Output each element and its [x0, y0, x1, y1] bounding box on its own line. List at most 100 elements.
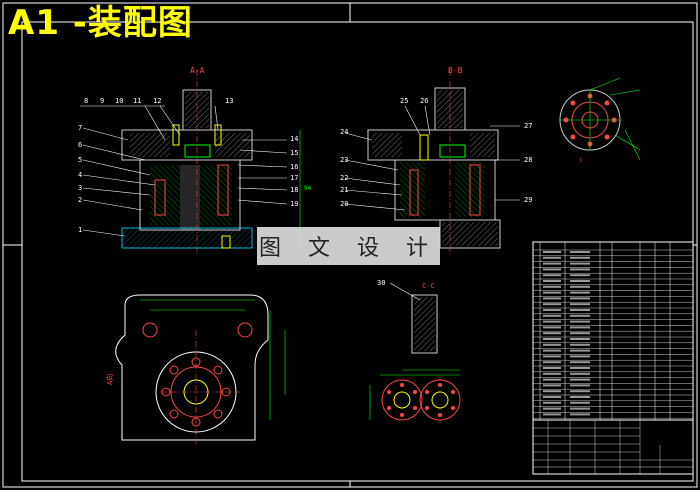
parts-list-cell-mark — [543, 390, 561, 393]
section-bb-view: B-B 24 23 22 21 20 25 26 — [340, 66, 532, 255]
parts-list-cell-mark — [570, 372, 590, 375]
parts-list-cell-mark — [543, 396, 561, 398]
parts-list-cell-mark — [543, 268, 561, 271]
watermark: 图 文 设 计 — [257, 227, 440, 265]
parts-list-cell-mark — [543, 401, 561, 404]
parts-list-cell-mark — [543, 309, 561, 311]
parts-list-cell-mark — [543, 367, 561, 369]
parts-list-cell-mark — [543, 332, 561, 335]
view-a-label: A向 — [105, 374, 114, 385]
part-no-18: 18 — [290, 186, 298, 194]
parts-list-cell-mark — [570, 343, 590, 346]
part-no-23: 23 — [340, 156, 348, 164]
parts-list-cell-mark — [570, 280, 590, 282]
part-no-17: 17 — [290, 174, 298, 182]
part-no-22: 22 — [340, 174, 348, 182]
parts-list-cell-mark — [543, 262, 561, 265]
section-cc-view: C-C 30 — [369, 279, 461, 421]
drawing-title: A1 -装配图 — [8, 3, 193, 43]
parts-list-cell-mark — [570, 413, 590, 416]
parts-list-cell-mark — [570, 384, 590, 387]
parts-list-cell-mark — [543, 378, 561, 381]
section-cc-label: C-C — [422, 282, 435, 290]
parts-list-cell-mark — [570, 262, 590, 265]
parts-list-cell-mark — [570, 367, 590, 369]
view-a-plate: A向 — [105, 294, 286, 445]
part-no-20: 20 — [340, 200, 348, 208]
parts-list-cell-mark — [543, 297, 561, 300]
part-no-10: 10 — [115, 97, 123, 105]
parts-list-cell-mark — [570, 332, 590, 335]
parts-list-cell-mark — [570, 303, 590, 306]
parts-list-cell-mark — [570, 285, 590, 288]
part-no-16: 16 — [290, 163, 298, 171]
parts-list-cell-mark — [570, 407, 590, 410]
part-no-27: 27 — [524, 122, 532, 130]
section-bb-label: B-B — [448, 66, 463, 75]
parts-list-cell-mark — [570, 320, 590, 323]
part-no-7: 7 — [78, 124, 82, 132]
parts-list-cell-mark — [570, 256, 590, 259]
parts-list-cell-mark — [543, 361, 561, 364]
parts-list-cell-mark — [570, 274, 590, 277]
section-aa-label: A-A — [190, 66, 205, 75]
part-no-26: 26 — [420, 97, 428, 105]
parts-list-cell-mark — [570, 355, 590, 358]
parts-list-cell-mark — [543, 407, 561, 410]
part-no-2: 2 — [78, 196, 82, 204]
part-no-4: 4 — [78, 171, 82, 179]
parts-list-cell-mark — [543, 349, 561, 352]
part-no-5: 5 — [78, 156, 82, 164]
parts-list-cell-mark — [570, 349, 590, 352]
parts-list-cell-mark — [543, 285, 561, 288]
parts-list-cell-mark — [543, 274, 561, 277]
part-no-8: 8 — [84, 97, 88, 105]
part-no-3: 3 — [78, 184, 82, 192]
part-no-12: 12 — [153, 97, 161, 105]
parts-list-cell-mark — [543, 251, 561, 253]
part-no-1: 1 — [78, 226, 82, 234]
part-no-29: 29 — [524, 196, 532, 204]
parts-list-cell-mark — [543, 320, 561, 323]
parts-list-cell-mark — [570, 297, 590, 300]
parts-list-cell-mark — [543, 338, 561, 340]
part-no-25: 25 — [400, 97, 408, 105]
part-no-14: 14 — [290, 135, 298, 143]
parts-list-table — [532, 241, 694, 475]
parts-list-cell-mark — [543, 413, 561, 416]
part-no-24: 24 — [340, 128, 348, 136]
detail-label: Ⅰ — [580, 157, 582, 164]
parts-list-cell-mark — [543, 343, 561, 346]
parts-list-cell-mark — [570, 378, 590, 381]
parts-list-cell-mark — [543, 256, 561, 259]
parts-list-cell-mark — [543, 355, 561, 358]
part-no-6: 6 — [78, 141, 82, 149]
parts-list-cell-mark — [570, 309, 590, 311]
part-no-9: 9 — [100, 97, 104, 105]
parts-list-cell-mark — [543, 372, 561, 375]
parts-list-cell-mark — [543, 326, 561, 329]
parts-list-cell-mark — [570, 314, 590, 317]
parts-list-cell-mark — [570, 396, 590, 398]
section-aa-view: A-A — [78, 66, 312, 255]
part-no-11: 11 — [133, 97, 141, 105]
part-no-13: 13 — [225, 97, 233, 105]
parts-list-cell-mark — [570, 251, 590, 253]
parts-list-cell-mark — [570, 401, 590, 404]
parts-list-cell-mark — [570, 338, 590, 340]
part-no-28: 28 — [524, 156, 532, 164]
detail-view: Ⅰ — [559, 77, 641, 164]
parts-list-cell-mark — [570, 361, 590, 364]
parts-list-cell-mark — [543, 280, 561, 282]
parts-list-cell-mark — [543, 303, 561, 306]
part-no-19: 19 — [290, 200, 298, 208]
parts-list-cell-mark — [543, 291, 561, 294]
parts-list-cell-mark — [570, 390, 590, 393]
parts-list-cell-mark — [570, 326, 590, 329]
parts-list-cell-mark — [570, 268, 590, 271]
parts-list-cell-mark — [570, 291, 590, 294]
part-no-30: 30 — [377, 279, 385, 287]
parts-list-cell-mark — [543, 384, 561, 387]
parts-list-cell-mark — [543, 314, 561, 317]
